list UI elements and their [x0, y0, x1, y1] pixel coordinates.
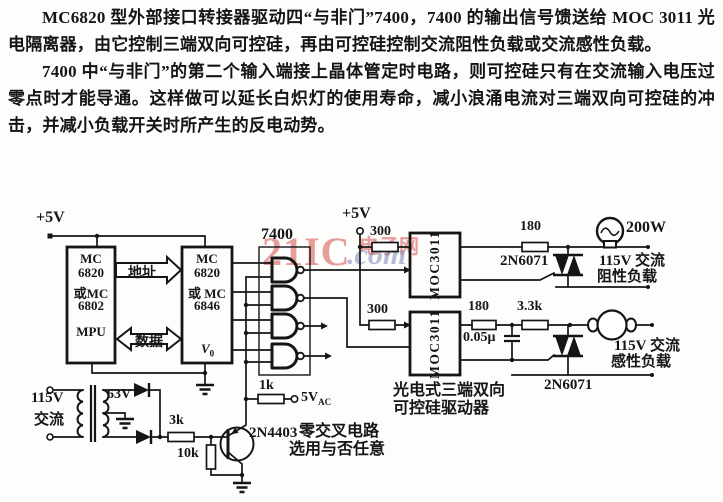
- resistors: [167, 241, 549, 470]
- watermark-21ic: 21IC: [262, 229, 351, 274]
- pia-line4: 6846: [194, 298, 220, 313]
- vcc-mid-label: +5V: [342, 205, 371, 222]
- resistor-180-top: [521, 241, 549, 253]
- lamp-200w-label: 200W: [626, 219, 666, 236]
- moc3011-bottom-box: [408, 310, 462, 377]
- ground-centertap: [116, 417, 134, 430]
- load-resistive-line2: 阻性负载: [597, 269, 658, 285]
- ic-boxes: [65, 231, 462, 377]
- mpu-line2: 6820: [78, 265, 104, 280]
- pia-line1: MC: [196, 251, 218, 266]
- secondary-coil: [102, 389, 110, 438]
- vcc-left-label: +5V: [36, 209, 65, 226]
- triac-top-label: 2N6071: [500, 253, 549, 269]
- r3k-label: 3k: [169, 413, 184, 428]
- triac-bottom-label: 2N6071: [544, 377, 593, 393]
- resistor-300-bottom: [368, 319, 396, 331]
- triac-bottom-2n6071: [553, 334, 583, 358]
- paragraph-1: MC6820 型外部接口转接器驱动四“与非门”7400，7400 的输出信号馈送…: [8, 8, 715, 54]
- vcc-mid-terminal: [355, 227, 364, 236]
- open-terminals: [290, 227, 364, 403]
- mpu-box: [65, 245, 117, 365]
- r10k-label: 10k: [177, 446, 199, 461]
- nand-gates: [270, 256, 305, 370]
- junctions: [47, 233, 654, 478]
- mpu-line4: 6802: [78, 298, 104, 313]
- xfmr-63v-label: 63V: [107, 387, 132, 402]
- nand-gate-1: [270, 256, 299, 284]
- paragraph-2: 7400 中“与非门”的第二个输入端接上晶体管定时电路，则可控硅只有在交流输入电…: [8, 62, 715, 135]
- wires: [49, 233, 653, 484]
- ground-pia: [196, 383, 214, 396]
- resistor-3k: [167, 431, 195, 443]
- r300-top-label: 300: [370, 224, 391, 239]
- zero-cross-line1: 零交叉电路: [299, 423, 380, 440]
- ac-input-line2: 交流: [34, 412, 65, 428]
- v5ac-terminal: [290, 394, 299, 403]
- r1k-label: 1k: [259, 378, 274, 393]
- moc3011-bottom-label: MOC3011: [427, 308, 442, 379]
- resistor-1k: [257, 393, 285, 405]
- primary-coil: [76, 389, 84, 438]
- transistor-2n4403-symbol: [219, 426, 255, 462]
- diode-bottom: [136, 430, 151, 444]
- nand-gate-2: [270, 284, 299, 312]
- mpu-line3: 或MC: [73, 286, 109, 301]
- load-inductive-line1: 115V 交流: [614, 338, 680, 354]
- nand-7400-box: [258, 246, 311, 376]
- moc3011-top-box: [408, 231, 462, 299]
- r180-bottom-label: 180: [468, 299, 489, 314]
- triac-top-2n6071: [553, 253, 583, 277]
- load-resistive-line1: 115V 交流: [599, 253, 665, 269]
- transformer: [46, 385, 110, 442]
- ac-input-line1: 115V: [31, 390, 64, 406]
- description-text: MC6820 型外部接口转接器驱动四“与非门”7400，7400 的输出信号馈送…: [8, 4, 715, 139]
- zero-cross-line2: 选用与否任意: [289, 441, 386, 458]
- nand-7400-label: 7400: [261, 226, 293, 243]
- resistor-180-bottom: [471, 319, 497, 331]
- resistor-300-top: [371, 241, 399, 253]
- mpu-line1: MC: [80, 251, 102, 266]
- data-bus-label: 数据: [135, 335, 163, 350]
- ground-transistor: [233, 481, 251, 494]
- moc3011-top-label: MOC3011: [427, 230, 442, 300]
- pia-box: [180, 245, 234, 365]
- nand-gate-3: [270, 312, 299, 340]
- capacitor-005u: [504, 334, 520, 343]
- data-bus-arrow: [115, 325, 183, 353]
- load-inductive-line2: 感性负载: [611, 354, 672, 370]
- capacitor-label: 0.05μ: [463, 330, 496, 345]
- moc-caption-line1: 光电式三端双向: [393, 382, 506, 399]
- r3k3-label: 3.3k: [517, 299, 543, 314]
- resistor-3k3: [521, 319, 549, 331]
- moc-caption-line2: 可控硅驱动器: [393, 400, 490, 417]
- core: [89, 385, 97, 442]
- r300-bottom-label: 300: [367, 302, 388, 317]
- ground-symbols: [116, 383, 251, 494]
- pia-v0-label: V0: [201, 341, 215, 359]
- pia-line2: 6820: [194, 265, 220, 280]
- resistor-10k: [205, 444, 217, 470]
- address-bus-arrow: [115, 254, 183, 286]
- rectifier-diodes: [134, 383, 153, 444]
- pia-line3: 或 MC: [188, 286, 226, 301]
- v5ac-label: 5VAC: [301, 390, 332, 407]
- motor-symbol: [587, 309, 637, 341]
- diode-top: [134, 383, 149, 397]
- mpu-line5: MPU: [76, 324, 106, 339]
- nand-gate-4: [270, 342, 299, 370]
- lamp-200w-symbol: [595, 216, 625, 249]
- r180-top-label: 180: [520, 219, 541, 234]
- transistor-label: 2N4403: [249, 425, 298, 441]
- address-bus-label: 地址: [128, 266, 156, 281]
- bus-arrows: [115, 254, 183, 353]
